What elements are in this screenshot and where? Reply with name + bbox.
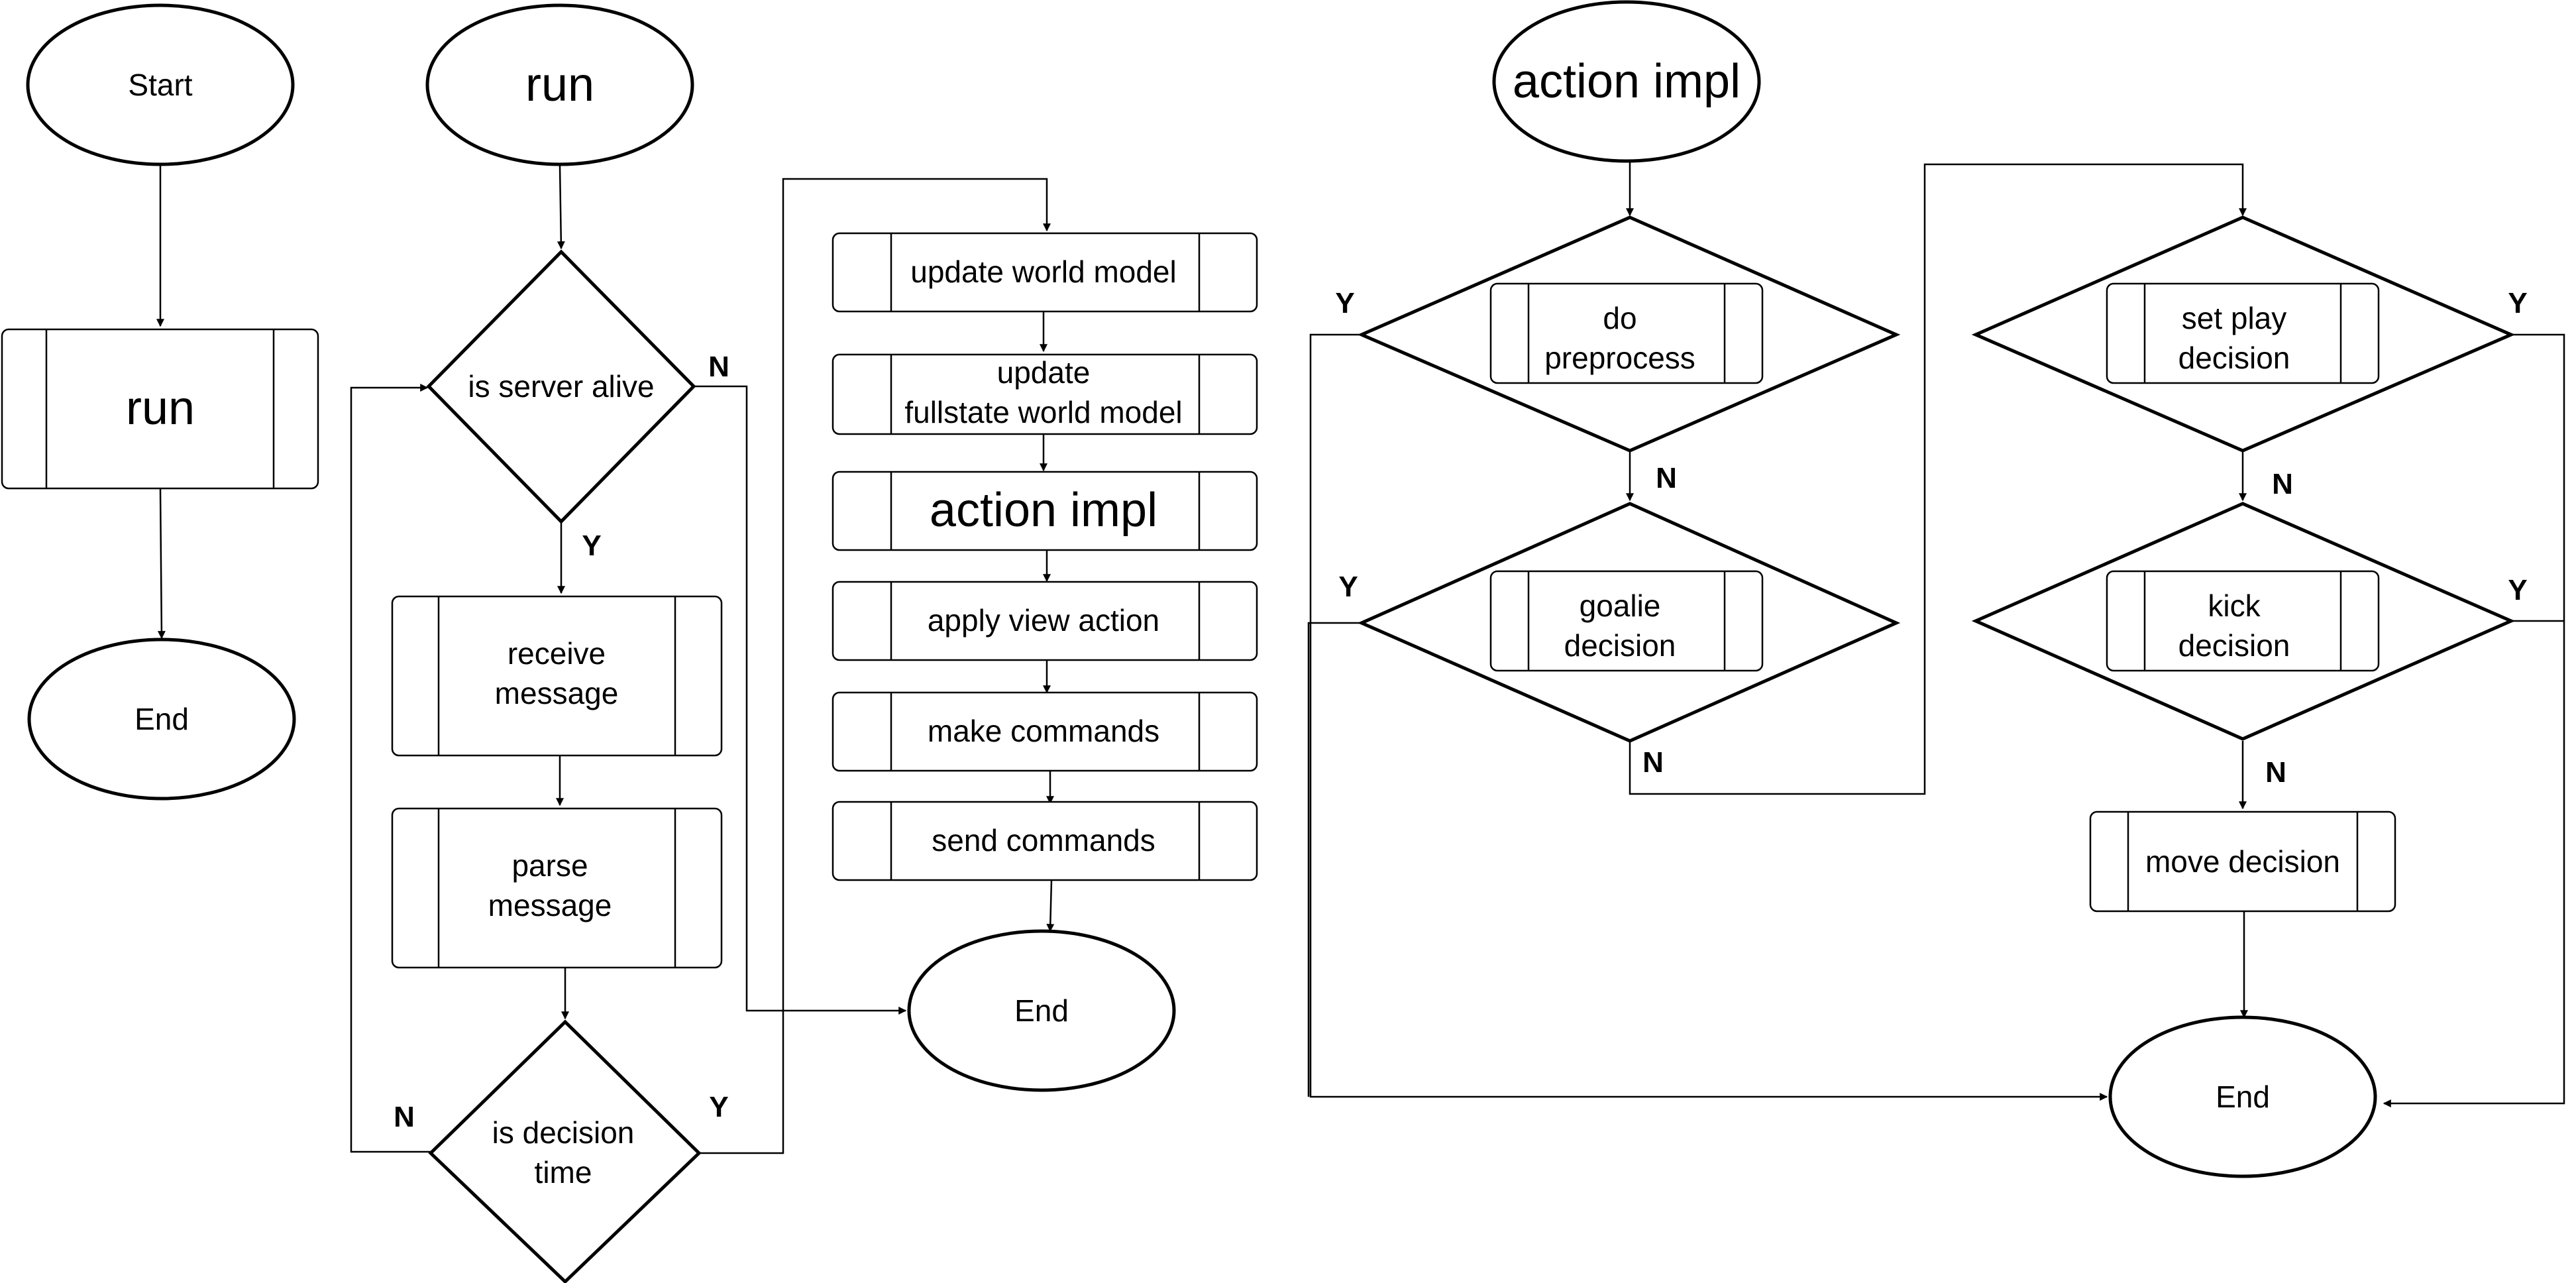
parse-message-subprocess: parse message bbox=[391, 807, 723, 969]
send-commands-subprocess: send commands bbox=[832, 801, 1258, 881]
goalie-decision: goalie decision bbox=[1357, 502, 1901, 743]
make-commands-label: make commands bbox=[928, 714, 1159, 748]
move-label: move decision bbox=[2145, 844, 2340, 879]
apply-view-action-subprocess: apply view action bbox=[832, 581, 1258, 661]
end-label-2: End bbox=[1014, 993, 1069, 1028]
setplay-decision: set play decision bbox=[1971, 215, 2516, 453]
kick-yes-label: Y bbox=[2508, 574, 2527, 606]
setplay-yes-label: Y bbox=[2508, 287, 2527, 319]
preprocess-decision: do preprocess bbox=[1357, 215, 1901, 453]
edge-preprocess-yes bbox=[1309, 333, 2108, 1101]
edge-server-alive-no bbox=[694, 385, 907, 1015]
preprocess-no-label: N bbox=[1656, 462, 1677, 494]
preprocess-label-1: do bbox=[1603, 301, 1637, 335]
action-impl-subprocess: action impl bbox=[832, 471, 1258, 551]
server-alive-no-label: N bbox=[708, 351, 729, 383]
send-commands-label: send commands bbox=[932, 823, 1155, 858]
kick-decision: kick decision bbox=[1971, 502, 2516, 741]
receive-message-subprocess: receive message bbox=[391, 595, 723, 757]
edge-send-to-end bbox=[1046, 879, 1055, 932]
start-label: Start bbox=[128, 68, 192, 102]
make-commands-subprocess: make commands bbox=[832, 691, 1258, 772]
receive-label-1: receive bbox=[508, 636, 606, 671]
parse-label-1: parse bbox=[511, 848, 588, 883]
decision-time-no-label: N bbox=[394, 1101, 415, 1133]
parse-label-2: message bbox=[488, 888, 612, 922]
preprocess-label-2: preprocess bbox=[1544, 341, 1695, 375]
server-alive-yes-label: Y bbox=[582, 530, 601, 562]
update-full-label-1: update bbox=[997, 355, 1091, 390]
receive-label-2: message bbox=[495, 676, 619, 710]
edge-setplay-yes bbox=[2383, 333, 2565, 1107]
decision-time-label-1: is decision bbox=[492, 1115, 635, 1150]
end-terminal-1: End bbox=[27, 638, 296, 801]
end-label-1: End bbox=[134, 702, 189, 736]
goalie-label-2: decision bbox=[1564, 628, 1676, 663]
edge-decision-no-loop bbox=[350, 384, 431, 1153]
kick-label-1: kick bbox=[2208, 588, 2261, 623]
update-world-label: update world model bbox=[910, 254, 1176, 289]
run-label: run bbox=[126, 382, 195, 435]
decision-time-decision: is decision time bbox=[428, 1019, 702, 1283]
update-full-label-2: fullstate world model bbox=[904, 395, 1182, 429]
move-decision-subprocess: move decision bbox=[2089, 810, 2396, 913]
decision-time-label-2: time bbox=[535, 1155, 592, 1190]
run-terminal: run bbox=[425, 3, 694, 166]
update-fullstate-subprocess: update fullstate world model bbox=[832, 353, 1258, 435]
setplay-no-label: N bbox=[2272, 468, 2293, 500]
edge-goalie-no bbox=[1629, 163, 2247, 795]
setplay-label-1: set play bbox=[2182, 301, 2287, 335]
preprocess-yes-label: Y bbox=[1335, 287, 1354, 319]
update-world-model-subprocess: update world model bbox=[832, 232, 1258, 313]
action-impl-label: action impl bbox=[930, 484, 1157, 537]
end-label-3: End bbox=[2216, 1080, 2270, 1114]
flow-action-impl: action impl do preprocess goalie decisio… bbox=[1307, 0, 2565, 1178]
decision-time-yes-label: Y bbox=[709, 1091, 728, 1123]
apply-view-label: apply view action bbox=[928, 603, 1159, 638]
flow-start: Start run End bbox=[1, 3, 319, 801]
server-alive-label: is server alive bbox=[468, 369, 654, 404]
setplay-label-2: decision bbox=[2178, 341, 2290, 375]
run-subprocess: run bbox=[1, 328, 319, 490]
edge-run-to-end bbox=[157, 488, 166, 640]
edge-decision-yes bbox=[699, 178, 1051, 1154]
goalie-label-1: goalie bbox=[1580, 588, 1661, 623]
edge-goalie-yes bbox=[1307, 622, 1362, 1097]
server-alive-decision: is server alive bbox=[426, 249, 696, 524]
start-terminal: Start bbox=[26, 3, 295, 166]
end-terminal-2: End bbox=[907, 929, 1176, 1092]
edge-run-to-server-alive bbox=[557, 165, 565, 250]
flow-run: run is server alive receive message pars… bbox=[350, 3, 1258, 1283]
end-terminal-3: End bbox=[2108, 1015, 2377, 1178]
goalie-yes-label: Y bbox=[1338, 571, 1358, 603]
kick-label-2: decision bbox=[2178, 628, 2290, 663]
run-title-label: run bbox=[525, 58, 594, 111]
action-title-label: action impl bbox=[1513, 55, 1741, 108]
kick-no-label: N bbox=[2265, 756, 2286, 789]
action-impl-terminal: action impl bbox=[1492, 0, 1761, 163]
goalie-no-label: N bbox=[1642, 746, 1664, 779]
